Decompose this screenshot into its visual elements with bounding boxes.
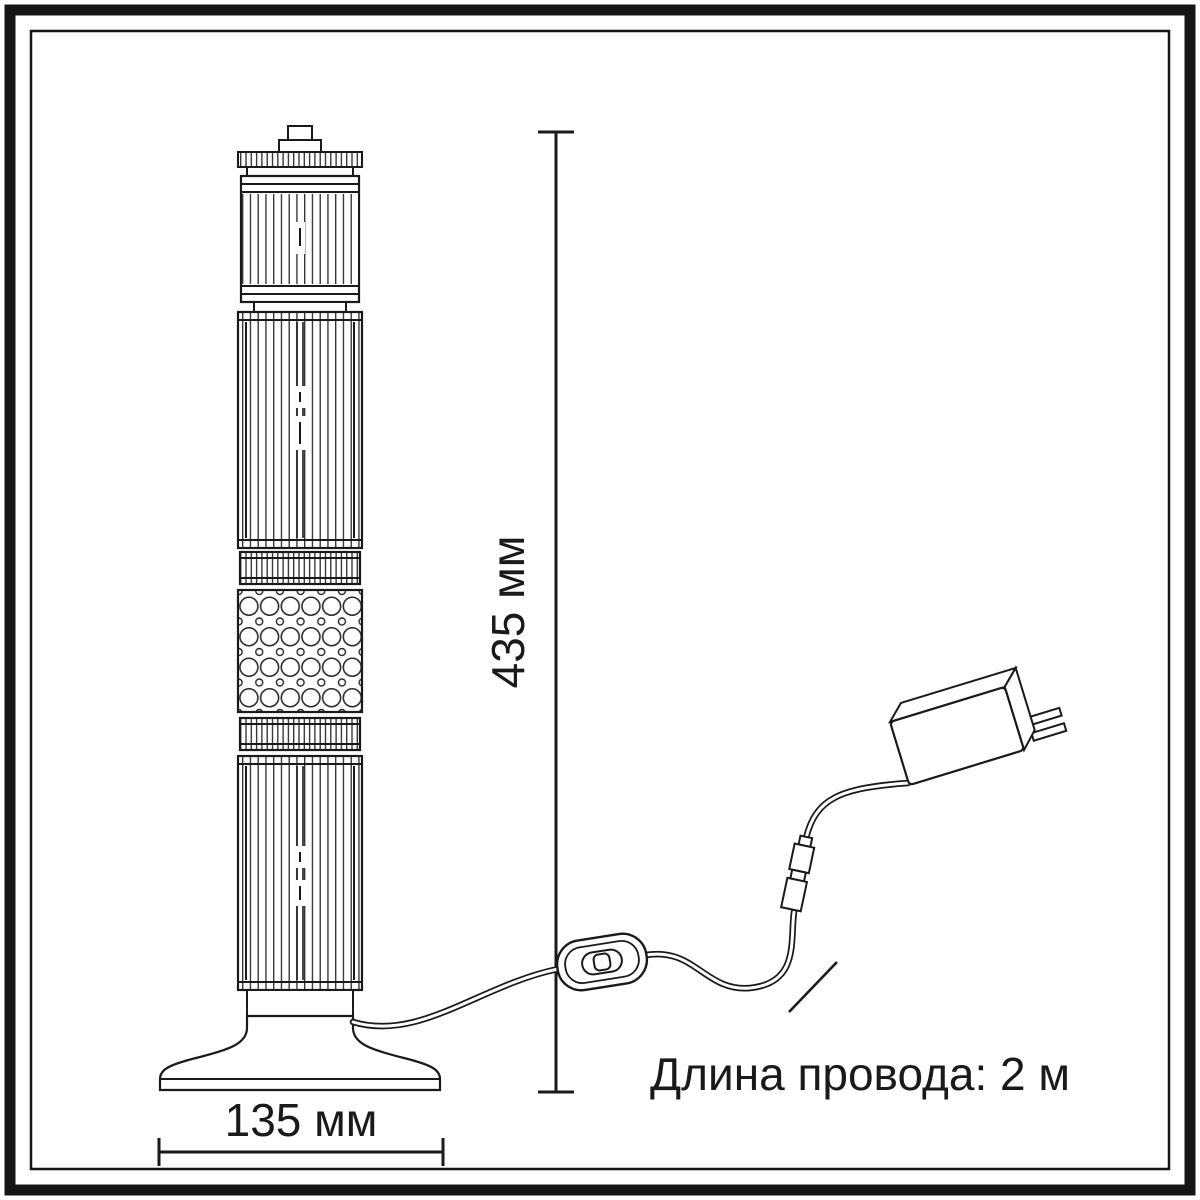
lamp-band-upper [238, 550, 362, 586]
inline-switch [555, 932, 649, 992]
lamp-top-cap [237, 151, 363, 177]
power-adapter [887, 665, 1068, 786]
table-lamp-drawing [158, 125, 442, 1092]
cable-length-label: Длина провода: 2 м [650, 1048, 1070, 1100]
lamp-upper-shade [239, 174, 361, 313]
lamp-column-lower [236, 754, 364, 992]
power-cord [349, 779, 912, 1030]
lamp-band-lower [238, 716, 362, 752]
switch-rocker-icon [592, 952, 612, 972]
cable-length-annotation: Длина провода: 2 м [650, 961, 1070, 1100]
plug-prong-icon [1030, 721, 1068, 743]
height-dimension: 435 мм [482, 130, 574, 1094]
frame-border [4, 4, 1196, 1196]
lamp-crystal-section [236, 588, 364, 714]
width-dimension: 135 мм [157, 1094, 445, 1166]
lamp-base [158, 989, 442, 1092]
height-dimension-label: 435 мм [482, 536, 534, 689]
cord-connector [779, 834, 816, 913]
lamp-finial [278, 125, 322, 153]
width-dimension-label: 135 мм [225, 1094, 378, 1146]
lamp-column-upper [236, 310, 364, 550]
leader-line [788, 961, 838, 1013]
